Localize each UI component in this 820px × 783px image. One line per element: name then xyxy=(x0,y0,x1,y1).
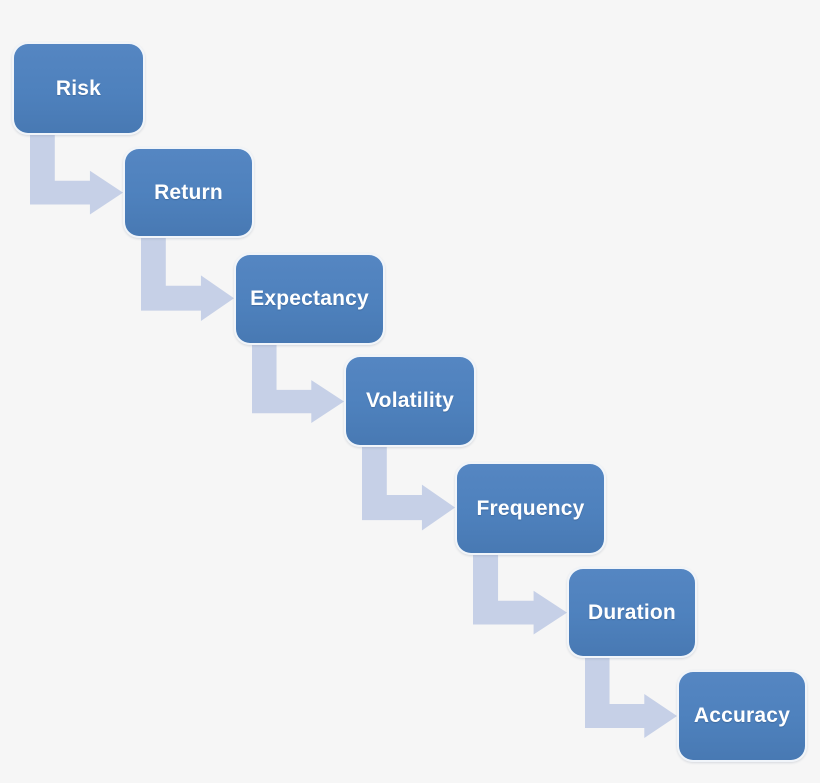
connector-arrow-return-expectancy xyxy=(141,236,234,321)
node-volatility: Volatility xyxy=(344,355,476,447)
node-expectancy: Expectancy xyxy=(234,253,385,345)
node-frequency: Frequency xyxy=(455,462,606,555)
node-label: Return xyxy=(154,180,223,204)
node-return: Return xyxy=(123,147,254,238)
connector-arrow-frequency-duration xyxy=(473,553,567,635)
elbow-arrow-icon xyxy=(473,553,567,635)
node-accuracy: Accuracy xyxy=(677,670,807,762)
elbow-arrow-icon xyxy=(141,236,234,321)
node-label: Duration xyxy=(588,600,676,624)
node-label: Risk xyxy=(55,76,102,100)
node-label: Frequency xyxy=(476,496,585,520)
node-label: Volatility xyxy=(366,389,454,412)
elbow-arrow-icon xyxy=(585,656,677,738)
connector-arrow-duration-accuracy xyxy=(585,656,677,738)
elbow-arrow-icon xyxy=(362,445,455,531)
node-duration: Duration xyxy=(567,567,697,658)
connector-arrow-risk-return xyxy=(30,133,123,215)
node-label: Expectancy xyxy=(250,287,369,310)
elbow-arrow-icon xyxy=(252,343,344,423)
node-risk: Risk xyxy=(12,42,145,135)
elbow-arrow-icon xyxy=(30,133,123,215)
node-label: Accuracy xyxy=(693,704,791,727)
connector-arrow-volatility-frequency xyxy=(362,445,455,531)
connector-arrow-expectancy-volatility xyxy=(252,343,344,423)
